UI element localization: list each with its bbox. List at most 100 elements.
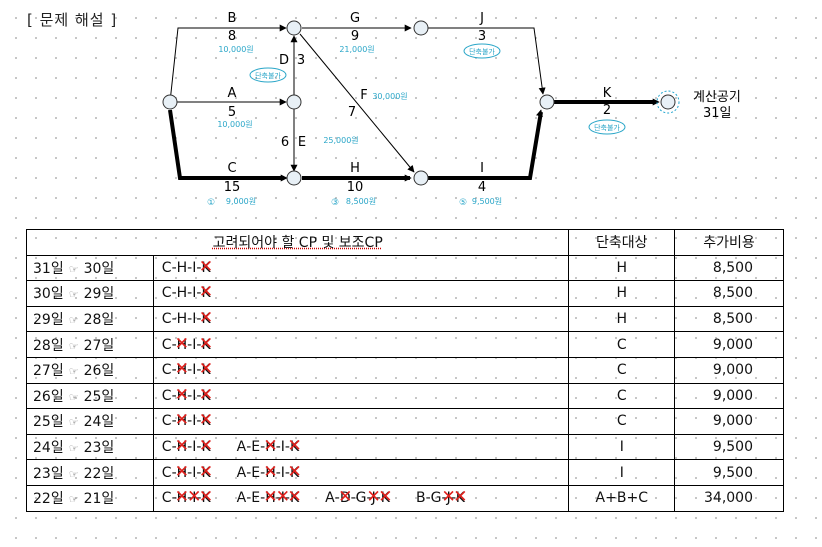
additional-cost: 9,000 [674, 356, 784, 384]
crossed-activity: K [201, 311, 210, 327]
dur-J: 3 [478, 29, 486, 44]
node-start [162, 94, 178, 110]
activity: I [192, 413, 197, 430]
to-days: 25일 [83, 388, 115, 405]
activity: G [430, 490, 442, 507]
path: C-H-I-K [162, 413, 211, 429]
to-days: 22일 [83, 465, 115, 482]
crash-target: C [568, 382, 676, 410]
label-C: C [227, 161, 236, 176]
crash-target: C [568, 331, 676, 358]
additional-cost: 9,000 [674, 408, 784, 435]
from-days: 26일 [33, 388, 64, 405]
activity: I [280, 464, 285, 481]
pointer-icon: ☞ [68, 365, 79, 379]
from-days: 25일 [33, 414, 64, 431]
activity: C [161, 387, 172, 404]
additional-cost: 8,500 [674, 305, 784, 333]
activity: C [161, 285, 172, 302]
critical-paths: C-H-I-K [152, 254, 570, 282]
crossed-activity: K [201, 362, 210, 378]
activity: B [415, 490, 426, 507]
crossed-activity: H [177, 465, 188, 481]
activity: A [236, 490, 247, 507]
crossed-activity: K [201, 439, 210, 455]
crossed-activity: I [281, 490, 285, 506]
label-K: K [603, 86, 612, 101]
crossed-activity: H [177, 337, 188, 353]
crossed-activity: K [290, 465, 299, 481]
table-header-row: 고려되어야 할 CP 및 보조CP 단축대상 추가비용 [25, 229, 784, 256]
path: A-E-H-I-K [237, 465, 300, 481]
to-days: 28일 [83, 312, 115, 329]
crash-target: H [568, 305, 676, 333]
pointer-icon: ☞ [68, 339, 79, 353]
crossed-activity: H [265, 439, 276, 455]
dur-I: 4 [478, 180, 486, 195]
additional-cost: 9,000 [674, 382, 784, 410]
section-title: [ 문제 해설 ] [27, 11, 118, 29]
label-H: H [350, 161, 360, 176]
from-days: 28일 [33, 337, 64, 354]
duration-change: 28일☞27일 [26, 331, 154, 358]
to-days: 23일 [83, 440, 115, 457]
crossed-activity: K [201, 465, 210, 481]
header-target: 단축대상 [568, 229, 676, 256]
path: A-D-G-J-K [325, 490, 390, 506]
arrow-B [169, 24, 287, 103]
crash-target: H [568, 280, 676, 307]
additional-cost: 9,000 [674, 331, 784, 358]
critical-paths: C-H-I-KA-E-H-I-K [152, 433, 570, 461]
cost-I: 9,500원 [472, 197, 502, 206]
crash-target: C [568, 408, 676, 435]
dur-C: 15 [224, 180, 241, 195]
dur-B: 8 [228, 29, 236, 44]
activity: C [161, 490, 172, 507]
critical-paths: C-H-I-K [152, 305, 570, 333]
arrow-J [428, 27, 546, 95]
additional-cost: 34,000 [674, 484, 784, 512]
additional-cost: 9,500 [674, 459, 784, 486]
path: C-H-I-K [162, 490, 211, 506]
crossed-activity: K [201, 285, 210, 301]
crash-target: H [568, 254, 676, 282]
badge-J: 단축불가 [469, 47, 495, 56]
duration-change: 22일☞21일 [26, 484, 154, 512]
crossed-activity: H [177, 490, 188, 506]
crossed-activity: K [456, 490, 465, 506]
crash-target: I [568, 459, 676, 486]
activity: H [176, 285, 188, 302]
from-days: 29일 [33, 312, 64, 329]
path: C-H-I-K [162, 260, 211, 276]
label-F: F [360, 88, 367, 103]
path: C-H-I-K [162, 285, 211, 301]
pointer-icon: ☞ [68, 288, 79, 302]
badge-D: 단축불가 [255, 71, 281, 80]
label-D: D [279, 53, 289, 68]
critical-paths: C-H-I-KA-E-H-I-KA-D-G-J-KB-G-J-K [152, 484, 570, 512]
pointer-icon: ☞ [68, 416, 79, 430]
cost-A: 10,000원 [217, 120, 252, 129]
dur-H: 10 [347, 180, 364, 195]
activity: E [251, 464, 261, 481]
label-I: I [480, 161, 484, 176]
path: C-H-I-K [162, 388, 211, 404]
critical-paths: C-H-I-K [152, 356, 570, 384]
table-body: 31일☞30일C-H-I-KH8,50030일☞29일C-H-I-KH8,500… [26, 254, 784, 512]
crossed-activity: H [265, 490, 276, 506]
critical-paths: C-H-I-KA-E-H-I-K [152, 459, 570, 486]
table-row: 22일☞21일C-H-I-KA-E-H-I-KA-D-G-J-KB-G-J-KA… [26, 484, 784, 512]
from-days: 30일 [33, 286, 64, 303]
activity: C [161, 362, 172, 379]
path: C-H-I-K [162, 337, 211, 353]
duration-change: 24일☞23일 [26, 433, 154, 461]
crossed-activity: H [177, 413, 188, 429]
from-days: 22일 [33, 491, 64, 508]
node-4 [286, 94, 302, 110]
dur-K: 2 [603, 103, 611, 118]
activity: I [192, 387, 197, 404]
